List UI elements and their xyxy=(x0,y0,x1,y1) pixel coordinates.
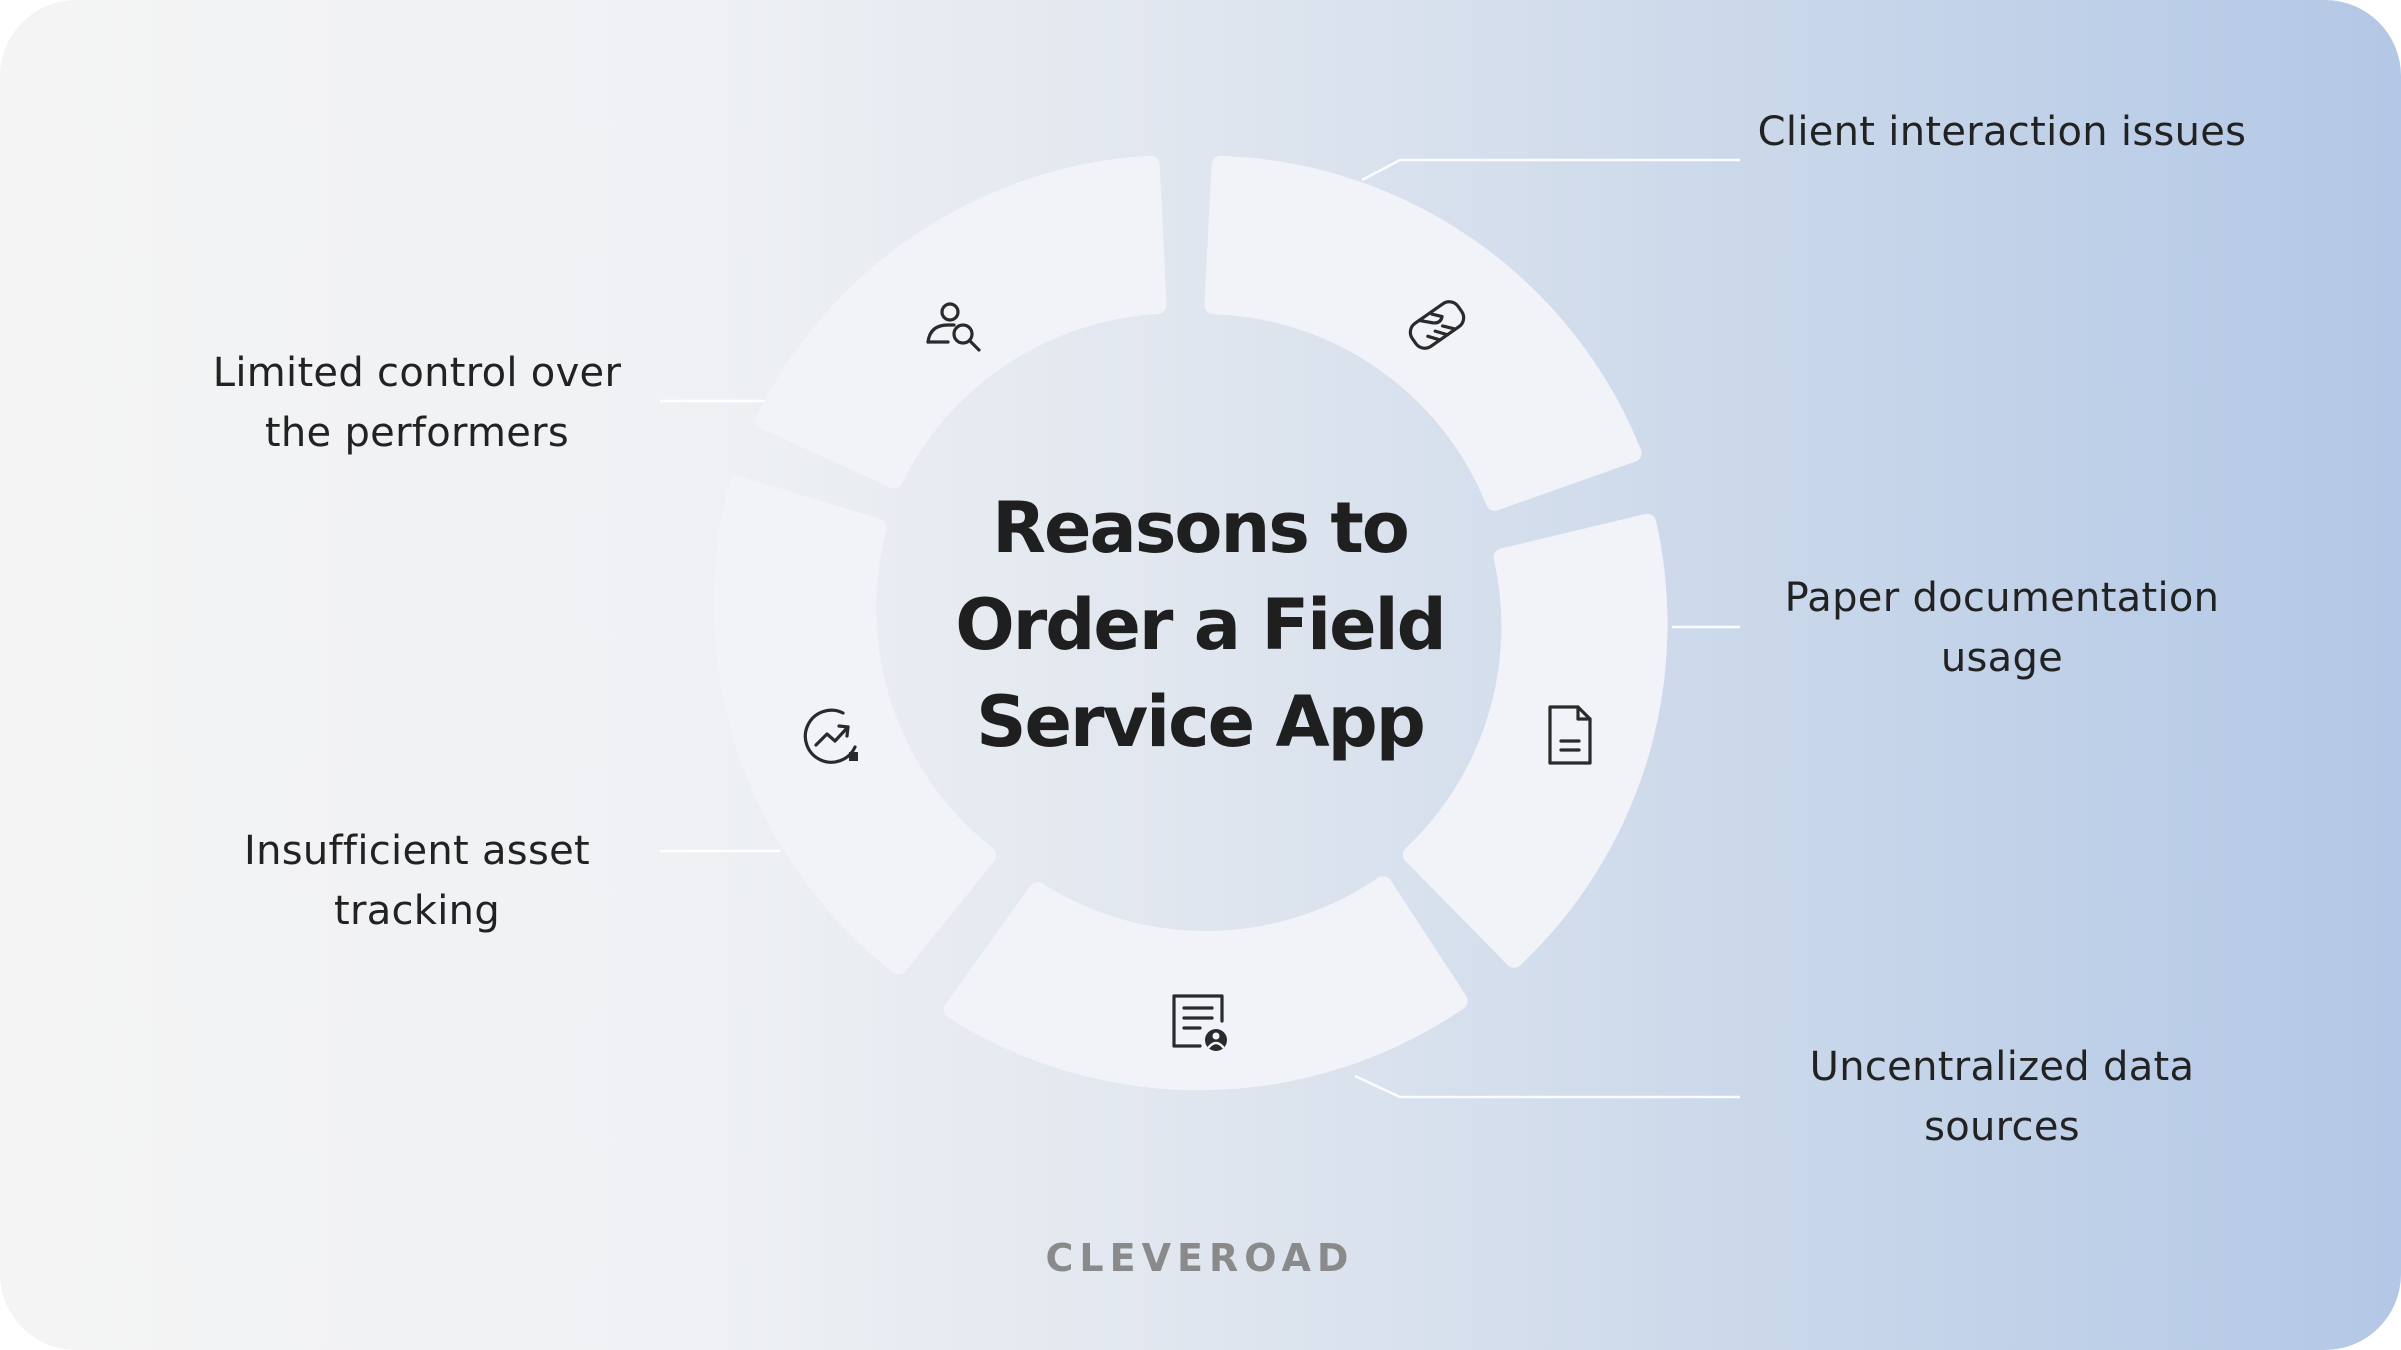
segment-uncentralized-data xyxy=(943,876,1468,1091)
reason-paper-documentation: Paper documentation usage xyxy=(1784,575,2220,681)
document-icon xyxy=(1548,705,1592,765)
user-file-icon xyxy=(1172,994,1227,1051)
reason-client-interaction: Client interaction issues xyxy=(1757,109,2247,155)
reason-limited-control: Limited control over the performers xyxy=(212,350,622,456)
segment-limited-control xyxy=(755,155,1167,489)
diagram-title: Reasons to Order a Field Service App xyxy=(955,487,1447,763)
segment-client-interaction xyxy=(1204,155,1642,511)
reason-uncentralized-data: Uncentralized data sources xyxy=(1809,1044,2195,1150)
brand-logo: CLEVEROAD xyxy=(1045,1236,1355,1280)
segment-asset-tracking xyxy=(713,476,997,975)
reason-asset-tracking: Insufficient asset tracking xyxy=(244,828,590,934)
user-search-icon xyxy=(926,302,981,352)
connector-client-interaction xyxy=(1361,158,1740,182)
connector-uncentralized-data xyxy=(1354,1074,1740,1099)
segment-paper-documentation xyxy=(1402,513,1668,968)
growth-chart-icon xyxy=(803,708,858,764)
connector-lines xyxy=(660,158,1740,1099)
ring-segments xyxy=(713,155,1668,1091)
handshake-icon xyxy=(1408,300,1466,350)
